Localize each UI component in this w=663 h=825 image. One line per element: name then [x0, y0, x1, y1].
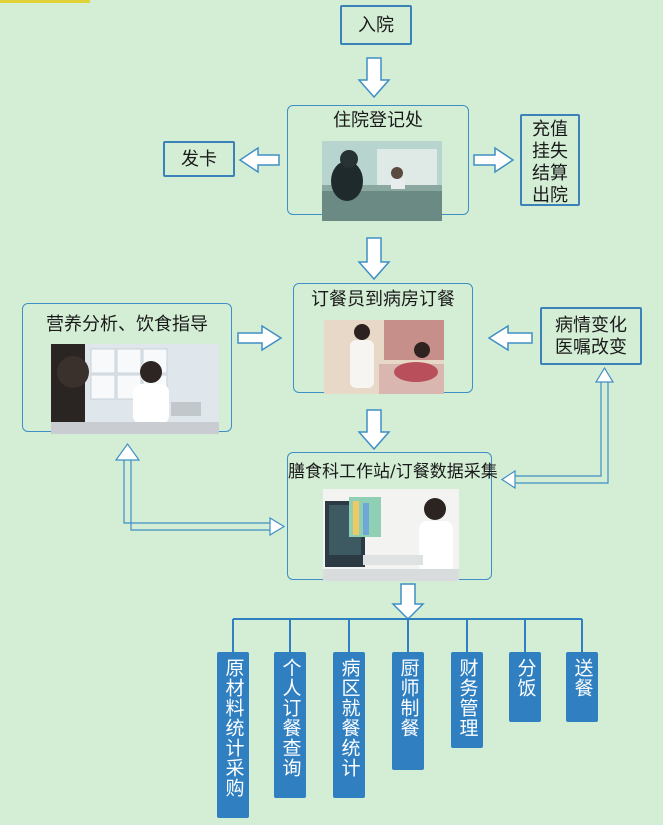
arrow-left-condition — [487, 324, 533, 352]
registration-label: 住院登记处 — [333, 110, 423, 131]
output-label: 送餐 — [571, 658, 594, 698]
output-bar-personal-query: 个人订餐查询 — [274, 652, 306, 798]
admission-label: 入院 — [358, 15, 394, 36]
output-label: 个人订餐查询 — [279, 658, 302, 778]
output-bar-delivery: 送餐 — [566, 652, 598, 722]
workstation-photo — [323, 489, 459, 581]
output-label: 分饭 — [514, 658, 537, 698]
kitchen-station-label: 膳食科工作站/订餐数据采集 — [288, 462, 498, 482]
ordering-label: 订餐员到病房订餐 — [311, 289, 455, 310]
ordering-box: 订餐员到病房订餐 — [293, 283, 473, 394]
condition-change-box: 病情变化 医嘱改变 — [540, 307, 642, 365]
arrow-down-station — [391, 583, 425, 621]
dietitian-consultation-photo — [51, 344, 219, 434]
card-issue-label: 发卡 — [181, 149, 217, 170]
output-label: 原材料统计采购 — [222, 658, 245, 798]
output-bar-cooking: 厨师制餐 — [392, 652, 424, 770]
output-label: 病区就餐统计 — [338, 658, 361, 778]
arrow-down-admission — [357, 57, 391, 99]
registration-desk-photo — [322, 141, 442, 221]
arrow-left-card — [238, 146, 280, 174]
ward-ordering-photo — [324, 320, 444, 394]
arrow-right-nutrition — [237, 324, 283, 352]
billing-label: 充值 挂失 结算 出院 — [532, 119, 568, 206]
output-bar-finance: 财务管理 — [451, 652, 483, 748]
kitchen-station-box: 膳食科工作站/订餐数据采集 — [287, 452, 498, 581]
output-label: 厨师制餐 — [397, 658, 420, 738]
arrow-down-ordering — [357, 409, 391, 451]
output-bar-ward-stats: 病区就餐统计 — [333, 652, 365, 798]
output-label: 财务管理 — [456, 658, 479, 738]
output-bar-portioning: 分饭 — [509, 652, 541, 722]
billing-box: 充值 挂失 结算 出院 — [520, 114, 580, 206]
nutrition-label: 营养分析、饮食指导 — [46, 314, 208, 335]
condition-change-label: 病情变化 医嘱改变 — [555, 315, 627, 358]
registration-box: 住院登记处 — [287, 105, 469, 221]
nutrition-box: 营养分析、饮食指导 — [22, 303, 232, 434]
arrow-right-billing — [473, 146, 515, 174]
admission-box: 入院 — [340, 5, 412, 45]
top-accent-line — [0, 0, 90, 3]
output-bar-raw-material: 原材料统计采购 — [217, 652, 249, 818]
card-issue-box: 发卡 — [163, 141, 235, 177]
arrow-down-registration — [357, 237, 391, 281]
